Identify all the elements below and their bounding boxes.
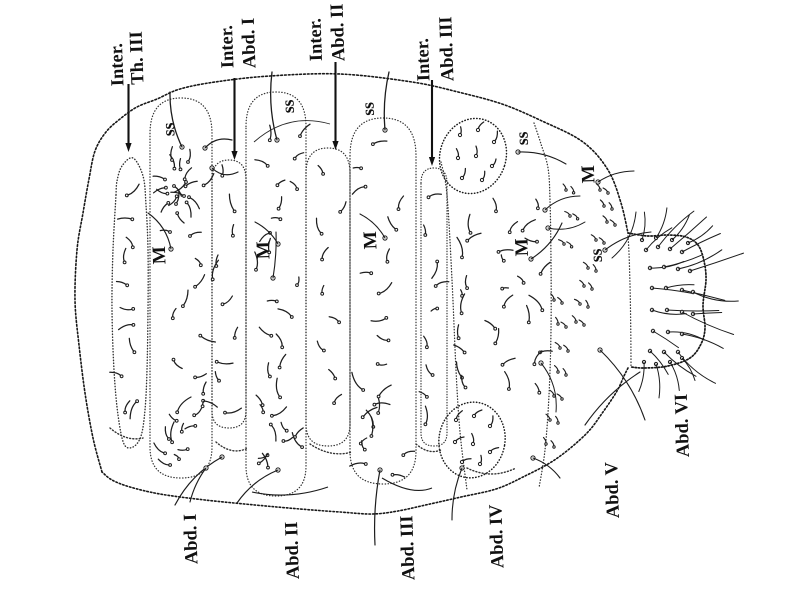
svg-text:Abd. II: Abd. II (282, 521, 304, 579)
svg-text:M: M (149, 246, 171, 265)
svg-text:ss: ss (512, 131, 532, 145)
svg-text:Abd. VI: Abd. VI (672, 393, 694, 457)
svg-text:ss: ss (158, 122, 178, 136)
svg-text:M: M (578, 165, 600, 184)
svg-text:Abd. III: Abd. III (397, 515, 419, 580)
svg-text:Abd. IV: Abd. IV (486, 503, 508, 568)
svg-text:Inter.: Inter. (217, 25, 238, 69)
svg-text:Inter.: Inter. (107, 43, 128, 87)
svg-text:Abd. II: Abd. II (327, 3, 349, 61)
svg-text:Th. III: Th. III (127, 31, 149, 85)
svg-text:Abd. III: Abd. III (436, 16, 458, 81)
svg-text:Inter.: Inter. (306, 18, 327, 62)
svg-text:M: M (511, 238, 533, 257)
svg-text:M: M (253, 241, 275, 260)
svg-text:Abd. I: Abd. I (181, 513, 203, 564)
svg-text:ss: ss (278, 99, 298, 113)
svg-text:M: M (360, 231, 382, 250)
svg-text:Inter.: Inter. (413, 38, 434, 82)
svg-text:Abd. I: Abd. I (239, 17, 261, 68)
svg-text:Abd. V: Abd. V (602, 461, 624, 519)
svg-text:ss: ss (586, 248, 606, 262)
svg-text:ss: ss (358, 102, 378, 116)
